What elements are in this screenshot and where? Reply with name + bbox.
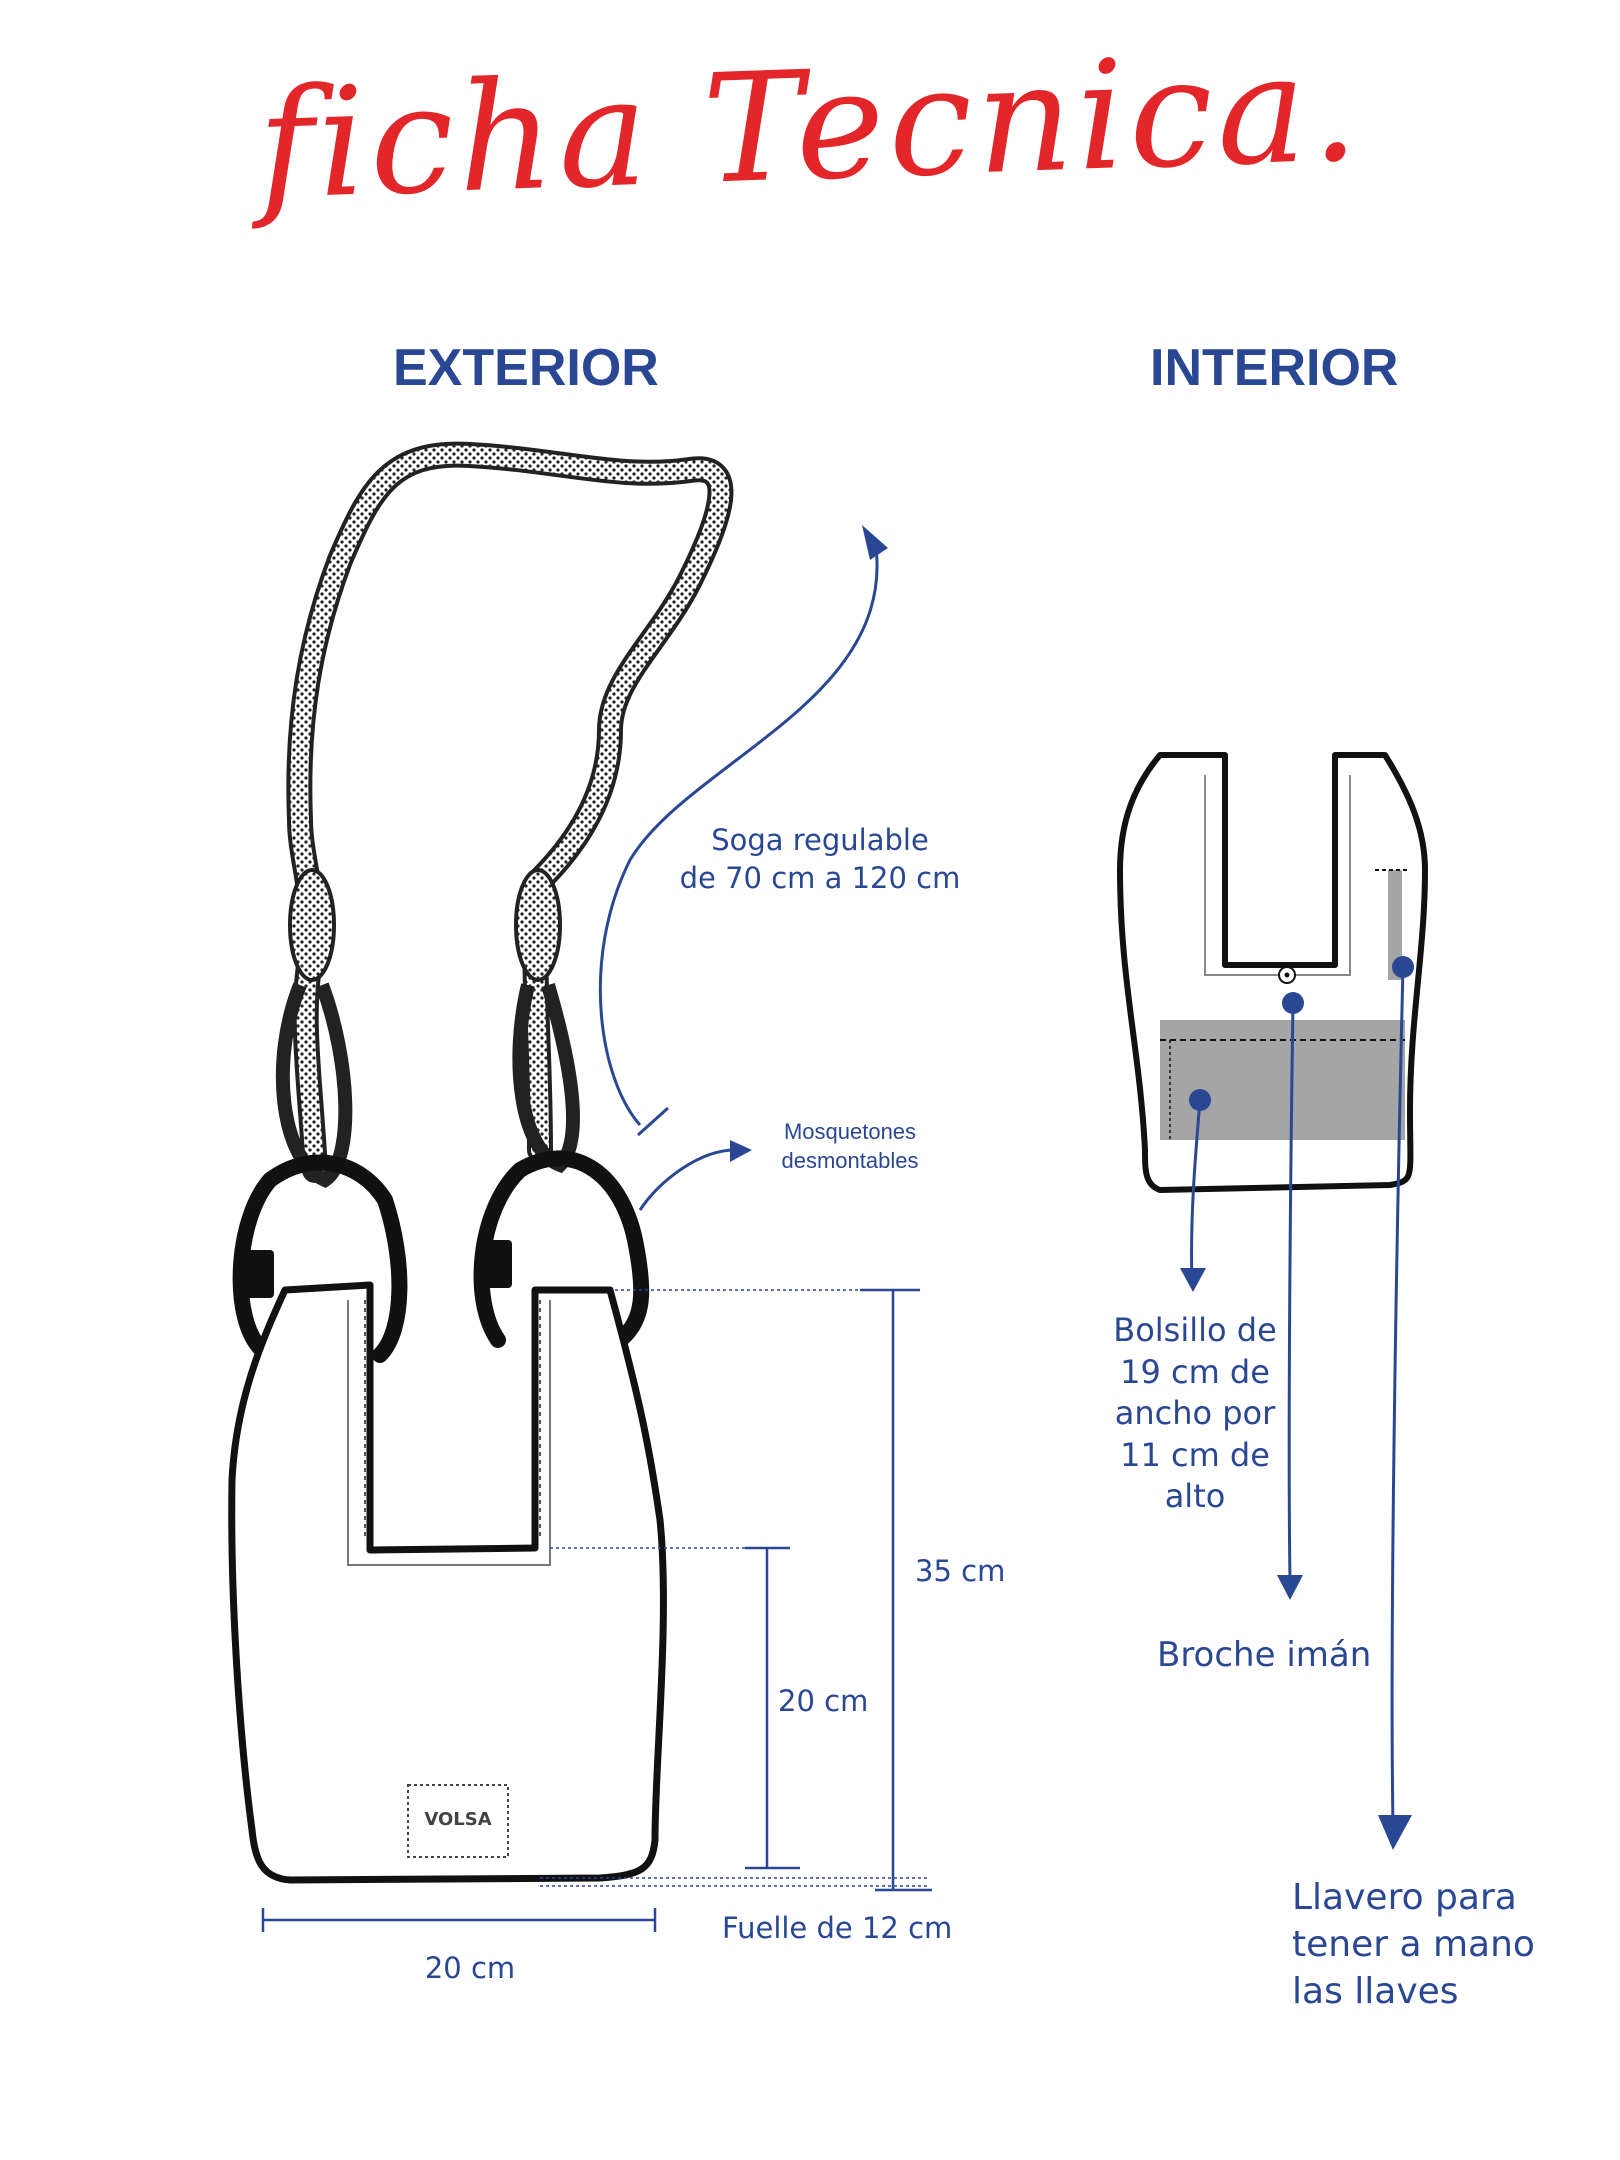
inner-pocket	[1160, 1020, 1405, 1140]
section-heading-interior: INTERIOR	[1150, 339, 1399, 397]
brand-label	[407, 1784, 509, 1858]
rope-knot-right	[514, 868, 562, 982]
magnet-label: Broche imán	[1157, 1635, 1372, 1675]
keyring-strap	[1375, 869, 1410, 980]
rope-label: Soga regulable de 70 cm a 120 cm	[679, 823, 961, 895]
carabiner-left	[232, 1154, 408, 1363]
keyring-arrow	[1378, 956, 1414, 1850]
rope-knot-left	[288, 868, 336, 982]
brand-logo-text: VOLSA	[424, 1809, 492, 1830]
bag-exterior-body	[228, 1281, 667, 1884]
keyring-label: Llavero para tener a mano las llaves	[1292, 1877, 1535, 2012]
pocket-label: Bolsillo de 19 cm de ancho por 11 cm de …	[1113, 1311, 1277, 1516]
magnet-clasp-icon	[1278, 966, 1296, 984]
gusset-label: Fuelle de 12 cm	[722, 1911, 953, 1945]
rope-strap	[286, 441, 734, 1183]
carabiner-arrow	[638, 1140, 752, 1211]
dimension-lines	[261, 1288, 932, 1932]
dim-width: 20 cm	[424, 1951, 516, 1985]
section-heading-exterior: EXTERIOR	[393, 339, 659, 397]
dim-height-body: 20 cm	[778, 1684, 869, 1718]
dim-height-total: 35 cm	[915, 1554, 1006, 1588]
carabiner-label: Mosquetones desmontables	[781, 1119, 919, 1173]
magnet-arrow	[1277, 992, 1304, 1600]
rope-arrow	[598, 525, 888, 1137]
pocket-arrow	[1180, 1089, 1211, 1292]
